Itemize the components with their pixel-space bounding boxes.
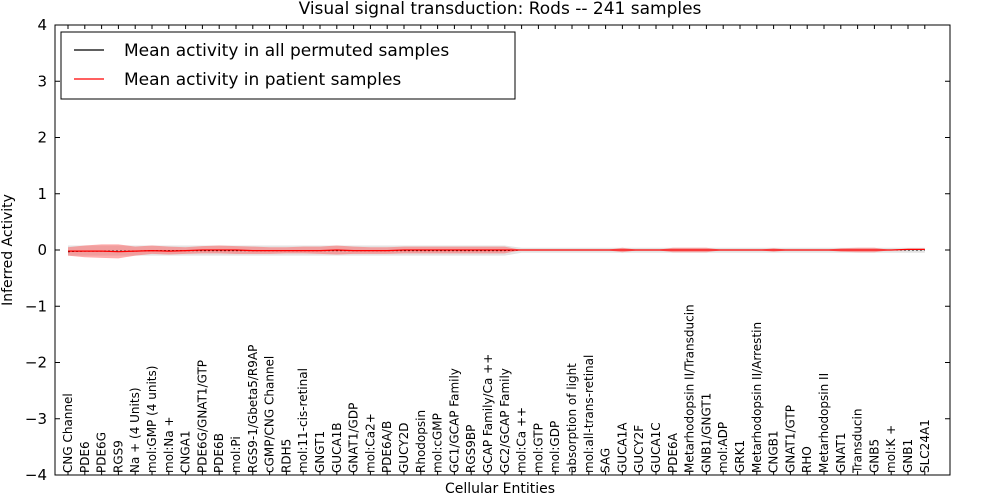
x-tick-label: GUCY2D (397, 423, 411, 473)
x-tick-label: GUCA1C (649, 422, 663, 473)
x-tick-label: cGMP/CNG Channel (263, 356, 277, 473)
x-tick-label: mol:Pi (229, 436, 243, 473)
x-tick-label: Metarhodopsin II/Arrestin (750, 322, 764, 473)
x-tick-label: mol:K + (884, 425, 898, 473)
y-tick-label: 0 (37, 241, 47, 259)
x-tick-label: RGS9-1/Gbeta5/R9AP (246, 345, 260, 473)
legend-label-permuted: Mean activity in all permuted samples (124, 41, 449, 61)
y-tick-label: −1 (25, 297, 47, 315)
x-tick-label: GNGT1 (313, 431, 327, 473)
x-tick-label: mol:Ca2+ (363, 413, 377, 473)
x-tick-label: GNAT1/GDP (347, 403, 361, 473)
x-tick-label: GNB1/GNGT1 (699, 393, 713, 473)
x-tick-label: Na + (4 Units) (128, 387, 142, 473)
x-tick-label: mol:GMP (4 units) (145, 366, 159, 473)
y-tick-label: 2 (37, 129, 47, 147)
plot-area (67, 244, 925, 259)
x-tick-label: PDE6G (95, 432, 109, 473)
y-axis-label: Inferred Activity (0, 194, 16, 306)
x-tick-label: Metarhodopsin II (817, 373, 831, 473)
x-tick-label: PDE6G/GNAT1/GTP (195, 360, 209, 473)
x-tick-label: GUCY2F (632, 425, 646, 473)
x-tick-label: GNAT1 (834, 432, 848, 473)
x-tick-label: GUCA1B (330, 422, 344, 473)
x-tick-label: CNG Channel (61, 393, 75, 473)
x-tick-label: mol:Ca ++ (515, 407, 529, 473)
y-tick-label: 3 (37, 72, 47, 90)
x-tick-label: RGS9 (111, 440, 125, 473)
x-tick-label: GUCA1A (615, 422, 629, 473)
x-tick-label: SLC24A1 (918, 419, 932, 473)
x-tick-label: mol:Na + (162, 416, 176, 473)
y-tick-label: −2 (25, 354, 47, 372)
series-band-1 (68, 244, 925, 259)
x-tick-label: mol:ADP (716, 422, 730, 473)
x-tick-label: mol:11-cis-retinal (296, 368, 310, 473)
y-axis: 4 3 2 1 0 −1 −2 −3 −4 (25, 16, 950, 484)
x-tick-label: GNB5 (867, 439, 881, 473)
y-tick-label: 1 (37, 185, 47, 203)
y-tick-label: 4 (37, 16, 47, 34)
x-tick-label: SAG (599, 448, 613, 473)
x-tick-label: GNAT1/GTP (783, 405, 797, 473)
x-tick-label: mol:cGMP (431, 413, 445, 473)
x-tick-label: mol:GDP (548, 421, 562, 473)
x-tick-label: RGS9BP (464, 425, 478, 473)
x-tick-label: PDE6A (666, 432, 680, 473)
x-tick-label: absorption of light (565, 363, 579, 473)
series-line-1 (68, 248, 925, 253)
y-tick-label: −3 (25, 410, 47, 428)
x-tick-label: PDE6B (212, 433, 226, 473)
x-tick-label: mol:GTP (531, 423, 545, 473)
x-tick-label: GCAP Family/Ca ++ (481, 354, 495, 473)
x-tick-label: CNGB1 (767, 430, 781, 473)
chart-title: Visual signal transduction: Rods -- 241 … (299, 0, 702, 19)
x-tick-label: Metarhodopsin II/Transducin (683, 304, 697, 473)
x-tick-label: GRK1 (733, 440, 747, 473)
x-axis-label: Cellular Entities (445, 481, 555, 497)
x-tick-label: GC1/GCAP Family (447, 368, 461, 473)
legend-frame (60, 31, 516, 100)
x-tick-label: PDE6 (78, 441, 92, 473)
x-tick-label: Rhodopsin (414, 410, 428, 473)
x-tick-label: GC2/GCAP Family (498, 368, 512, 473)
legend-label-patient: Mean activity in patient samples (124, 70, 401, 90)
y-tick-label: −4 (25, 466, 47, 484)
x-tick-label: CNGA1 (179, 431, 193, 474)
x-tick-label: PDE6A/B (380, 421, 394, 473)
x-tick-label: Transducin (851, 409, 865, 474)
x-tick-label: GNB1 (901, 439, 915, 473)
x-tick-label: RDH5 (279, 439, 293, 473)
x-tick-label: RHO (800, 446, 814, 473)
x-tick-label: mol:all-trans-retinal (582, 355, 596, 473)
legend: Mean activity in all permuted samples Me… (60, 31, 516, 100)
